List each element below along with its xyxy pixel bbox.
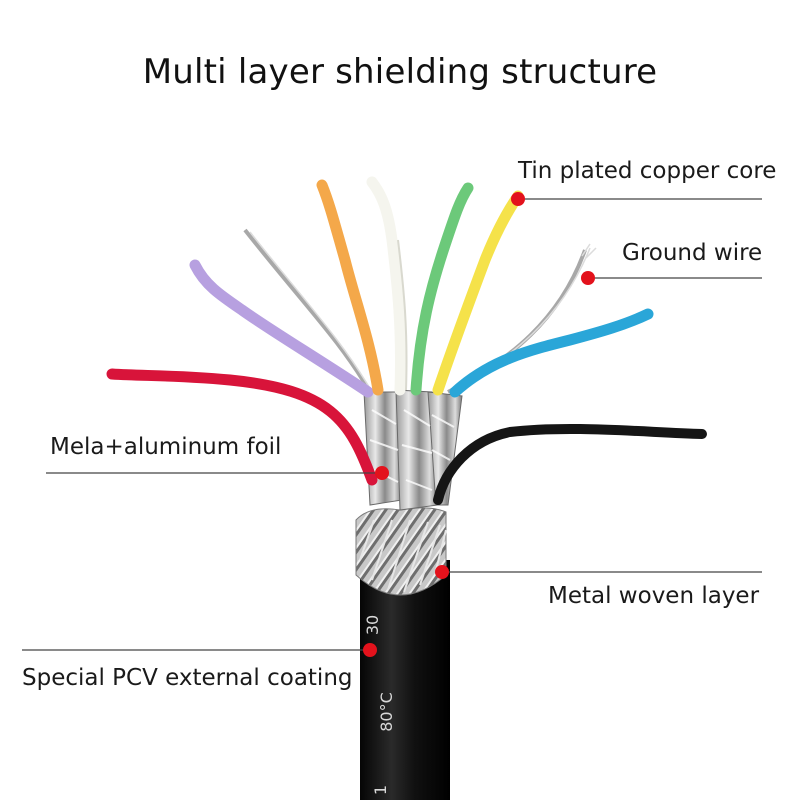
yellow-wire bbox=[432, 190, 524, 396]
cable-print-middle: 80°C bbox=[377, 692, 396, 732]
label-special-pcv-external-coating: Special PCV external coating bbox=[22, 665, 353, 691]
cable-print-bottom: 1 bbox=[371, 785, 390, 795]
marker-dot-metal-woven-layer bbox=[435, 565, 449, 579]
ground-wire-left-strands bbox=[249, 231, 373, 393]
label-ground-wire: Ground wire bbox=[622, 240, 763, 266]
blue-wire bbox=[449, 308, 654, 398]
pvc-jacket bbox=[360, 560, 450, 800]
diagram-title: Multi layer shielding structure bbox=[142, 52, 658, 92]
label-metal-woven-layer: Metal woven layer bbox=[548, 583, 760, 609]
purple-wire bbox=[189, 259, 374, 398]
marker-dot-special-pcv-external-coating bbox=[363, 643, 377, 657]
ground-wire-right-strands bbox=[449, 243, 597, 393]
white-wire bbox=[366, 176, 407, 396]
braid-strands bbox=[359, 519, 447, 593]
label-tin-plated-copper-core: Tin plated copper core bbox=[518, 158, 777, 184]
ground-wire-right bbox=[447, 249, 587, 394]
marker-dot-tin-plated-copper-core bbox=[511, 192, 525, 206]
label-mela-aluminum-foil: Mela+aluminum foil bbox=[50, 434, 282, 460]
ground-wire-left bbox=[243, 228, 372, 393]
green-wire bbox=[410, 182, 474, 396]
cable-print-top: 30 bbox=[363, 615, 382, 635]
orange-wire bbox=[316, 179, 384, 396]
marker-dot-mela-aluminum-foil bbox=[375, 466, 389, 480]
marker-dot-ground-wire bbox=[581, 271, 595, 285]
black-wire bbox=[433, 423, 707, 505]
white-wire-shadow bbox=[397, 239, 408, 391]
red-wire bbox=[106, 368, 378, 486]
